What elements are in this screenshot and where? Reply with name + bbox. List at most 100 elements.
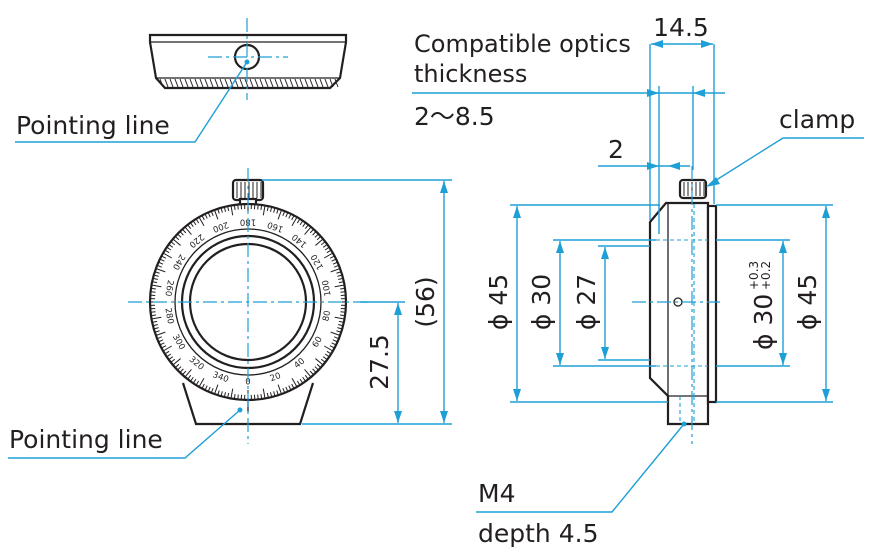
- hatch-line: [264, 78, 269, 88]
- scale-tick: [166, 246, 172, 251]
- scale-tick: [322, 243, 328, 248]
- scale-tick: [324, 246, 330, 251]
- hatch-line: [299, 78, 304, 88]
- scale-tick: [277, 384, 282, 395]
- scale-tick: [233, 394, 236, 400]
- hatch-line: [244, 78, 249, 88]
- scale-tick: [260, 394, 263, 400]
- scale-label: 60: [311, 335, 325, 349]
- scale-tick: [150, 291, 156, 293]
- scale-tick: [162, 252, 173, 259]
- scale-tick: [304, 226, 312, 235]
- scale-tick: [187, 224, 192, 230]
- scale-tick: [296, 380, 301, 386]
- scale-tick: [323, 252, 334, 259]
- scale-tick: [285, 212, 289, 218]
- scale-tick: [158, 339, 164, 343]
- scale-tick: [237, 394, 239, 400]
- scale-tick: [324, 353, 330, 358]
- hatch-line: [169, 78, 174, 88]
- scale-tick: [207, 212, 211, 218]
- scale-tick: [334, 316, 345, 320]
- scale-tick: [155, 268, 166, 273]
- scale-tick: [291, 216, 298, 227]
- side-view: [648, 178, 718, 426]
- scale-tick: [270, 206, 273, 212]
- dim-phi45-left: [510, 204, 668, 403]
- scale-tick: [276, 208, 279, 214]
- scale-tick: [315, 238, 324, 246]
- scale-tick: [158, 261, 164, 265]
- scale-tick: [155, 331, 166, 336]
- hatch-line: [179, 78, 184, 88]
- scale-tick: [152, 324, 158, 327]
- scale-tick: [304, 224, 309, 230]
- hatch-line: [294, 78, 299, 88]
- hatch-line: [259, 78, 264, 88]
- scale-tick: [150, 311, 156, 313]
- dim-phi45-right: [716, 204, 833, 403]
- hatch-line: [239, 78, 244, 88]
- dim-phi27: [598, 245, 650, 361]
- dim-27-5-label: 27.5: [365, 334, 394, 390]
- scale-tick: [288, 385, 292, 391]
- scale-tick: [291, 377, 298, 388]
- hatch-line: [254, 78, 259, 88]
- hatch-line: [289, 78, 294, 88]
- scale-tick: [195, 380, 200, 386]
- m4-label: M4: [478, 479, 515, 508]
- scale-tick: [227, 206, 230, 212]
- scale-tick: [277, 209, 282, 220]
- scale-tick: [340, 311, 346, 313]
- top-view: [148, 18, 348, 100]
- scale-tick: [273, 391, 276, 397]
- scale-label: 280: [162, 307, 175, 325]
- scale-tick: [184, 226, 192, 235]
- scale-tick: [210, 210, 214, 216]
- scale-tick: [204, 213, 208, 219]
- scale-label: 80: [321, 310, 333, 322]
- scale-tick: [150, 314, 156, 317]
- scale-tick: [340, 314, 346, 317]
- hatch-line: [274, 78, 279, 88]
- scale-tick: [220, 207, 223, 213]
- scale-tick: [334, 264, 340, 268]
- scale-tick: [266, 392, 269, 398]
- dim-56: [262, 179, 452, 425]
- scale-tick: [189, 376, 194, 382]
- scale-tick: [288, 213, 292, 219]
- dim-optics-thickness: [412, 86, 725, 234]
- dim-phi45-right-label: ϕ 45: [793, 274, 822, 330]
- scale-tick: [312, 368, 317, 373]
- bottom-pointing-line-label: Pointing line: [9, 425, 163, 454]
- hatch-line: [229, 78, 234, 88]
- scale-tick: [316, 236, 322, 241]
- dim-14-5-label: 14.5: [653, 13, 709, 42]
- scale-tick: [170, 358, 176, 363]
- hatch-line: [284, 78, 289, 88]
- m4-leader: [476, 421, 687, 513]
- scale-tick: [336, 330, 342, 333]
- scale-tick: [182, 370, 187, 376]
- scale-tick: [217, 390, 220, 396]
- scale-tick: [262, 205, 266, 216]
- hatch-line: [224, 78, 229, 88]
- scale-tick: [161, 345, 167, 349]
- scale-tick: [153, 327, 159, 330]
- scale-tick: [316, 363, 322, 368]
- scale-tick: [329, 255, 335, 259]
- clamp-leader: [706, 137, 864, 187]
- scale-tick: [257, 204, 259, 210]
- hatch-line: [249, 78, 254, 88]
- scale-tick: [330, 331, 341, 336]
- hatch-line: [194, 78, 199, 88]
- scale-tick: [338, 281, 344, 284]
- scale-tick: [177, 233, 182, 238]
- hatch-line: [184, 78, 189, 88]
- scale-tick: [322, 356, 328, 361]
- scale-tick: [184, 369, 192, 378]
- scale-tick: [152, 277, 158, 280]
- scale-tick: [337, 327, 343, 330]
- scale-tick: [170, 241, 176, 246]
- dim-2-label: 2: [608, 135, 624, 164]
